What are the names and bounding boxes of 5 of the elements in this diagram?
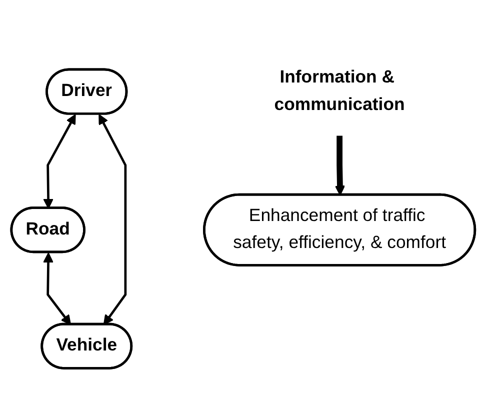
arrow [334, 136, 346, 196]
arrow [43, 252, 72, 326]
arrow [98, 114, 127, 326]
diagram: Driver Road Vehicle Information & communication Enhancement of traffic safety, efficiency, & comfort [2, 38, 502, 378]
node-text: Information & communication [274, 68, 405, 114]
